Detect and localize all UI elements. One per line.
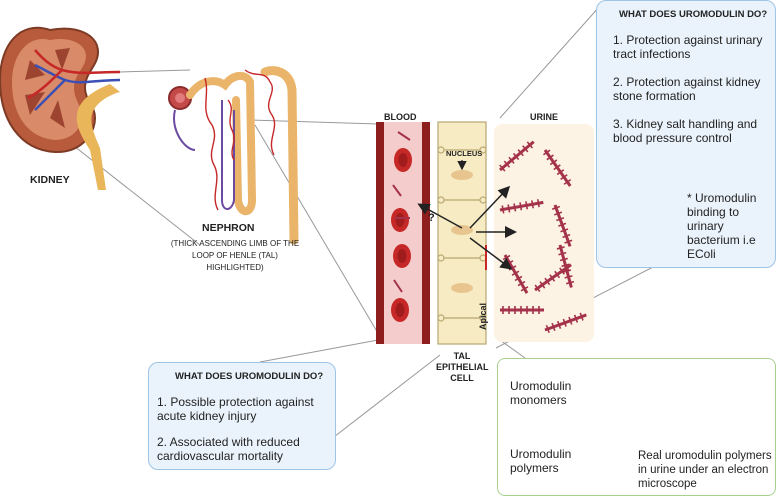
urine-area bbox=[494, 124, 594, 342]
function-item-aki: 1. Possible protection against acute kid… bbox=[157, 395, 314, 423]
kidney-label: KIDNEY bbox=[30, 174, 70, 186]
kidney-illustration bbox=[0, 27, 121, 190]
secretion-arrows bbox=[417, 185, 517, 270]
apical-label: Apical bbox=[478, 302, 488, 330]
function-item-3: 3. Kidney salt handling and blood pressu… bbox=[613, 117, 758, 145]
function-box-bottom-title: WHAT DOES UROMODULIN DO? bbox=[175, 371, 324, 382]
urine-label: URINE bbox=[530, 112, 559, 122]
function-box-top-title: WHAT DOES UROMODULIN DO? bbox=[619, 9, 768, 20]
blood-label: BLOOD bbox=[384, 112, 417, 122]
bacterium-note: * Uromodulin binding to urinary bacteriu… bbox=[687, 191, 757, 261]
nephron-subtitle: (THICK ASCENDING LIMB OF THE LOOP OF HEN… bbox=[170, 239, 300, 272]
tal-epithelial-cells bbox=[437, 121, 487, 345]
nephron-illustration bbox=[168, 66, 299, 245]
function-item-cardiovascular: 2. Associated with reduced cardiovascula… bbox=[157, 435, 300, 463]
legend-box: Uromodulin monomers Uromodulin polymers … bbox=[497, 358, 776, 496]
blood-vessel bbox=[376, 122, 430, 344]
function-box-top: WHAT DOES UROMODULIN DO? 1. Protection a… bbox=[596, 0, 776, 268]
function-item-2: 2. Protection against kidney stone forma… bbox=[613, 75, 761, 103]
nephron-label: NEPHRON bbox=[202, 222, 255, 234]
legend-polymers-label: Uromodulin polymers bbox=[510, 447, 572, 475]
legend-monomers-label: Uromodulin monomers bbox=[510, 379, 572, 407]
function-item-1: 1. Protection against urinary tract infe… bbox=[613, 33, 763, 61]
tal-cell-label: TAL EPITHELIAL CELL bbox=[436, 351, 489, 383]
nucleus-label: NUCLEUS bbox=[446, 149, 483, 158]
function-box-bottom: WHAT DOES UROMODULIN DO? 1. Possible pro… bbox=[148, 362, 336, 470]
question-mark: ? bbox=[428, 212, 435, 224]
micrograph-caption: Real uromodulin polymers in urine under … bbox=[638, 450, 772, 490]
